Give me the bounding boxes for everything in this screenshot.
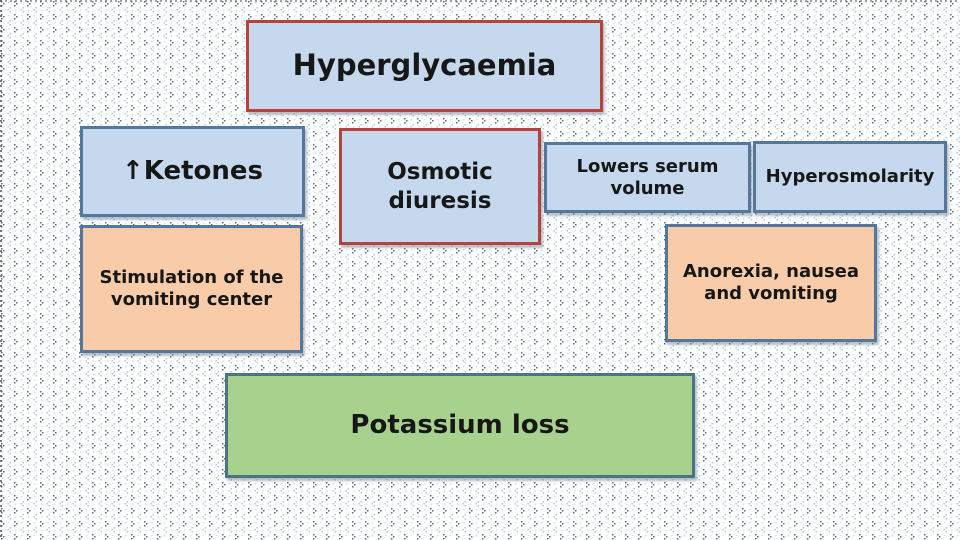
osmotic-diuresis-label: Osmotic diuresis <box>387 159 493 214</box>
box-stimulation-vomiting-center: Stimulation of the vomiting center <box>80 225 303 353</box>
lowers-serum-volume-label: Lowers serum volume <box>576 155 719 199</box>
ketones-label: ↑Ketones <box>121 155 264 186</box>
stimulation-vomiting-center-label: Stimulation of the vomiting center <box>99 267 284 310</box>
hyperglycaemia-label: Hyperglycaemia <box>292 48 557 83</box>
slide-top-edge-dashes <box>0 0 960 2</box>
box-anorexia-nausea-vomiting: Anorexia, nausea and vomiting <box>665 224 877 342</box>
anorexia-nausea-vomiting-label: Anorexia, nausea and vomiting <box>682 261 860 304</box>
box-hyperglycaemia: Hyperglycaemia <box>246 20 603 112</box>
hyperosmolarity-label: Hyperosmolarity <box>765 166 935 188</box>
box-hyperosmolarity: Hyperosmolarity <box>753 141 947 213</box>
box-potassium-loss: Potassium loss <box>225 373 695 478</box>
potassium-loss-label: Potassium loss <box>350 409 570 440</box>
box-osmotic-diuresis: Osmotic diuresis <box>339 128 541 245</box>
slide-left-edge-dashes <box>0 0 2 540</box>
box-ketones: ↑Ketones <box>80 126 305 217</box>
box-lowers-serum-volume: Lowers serum volume <box>544 142 751 213</box>
